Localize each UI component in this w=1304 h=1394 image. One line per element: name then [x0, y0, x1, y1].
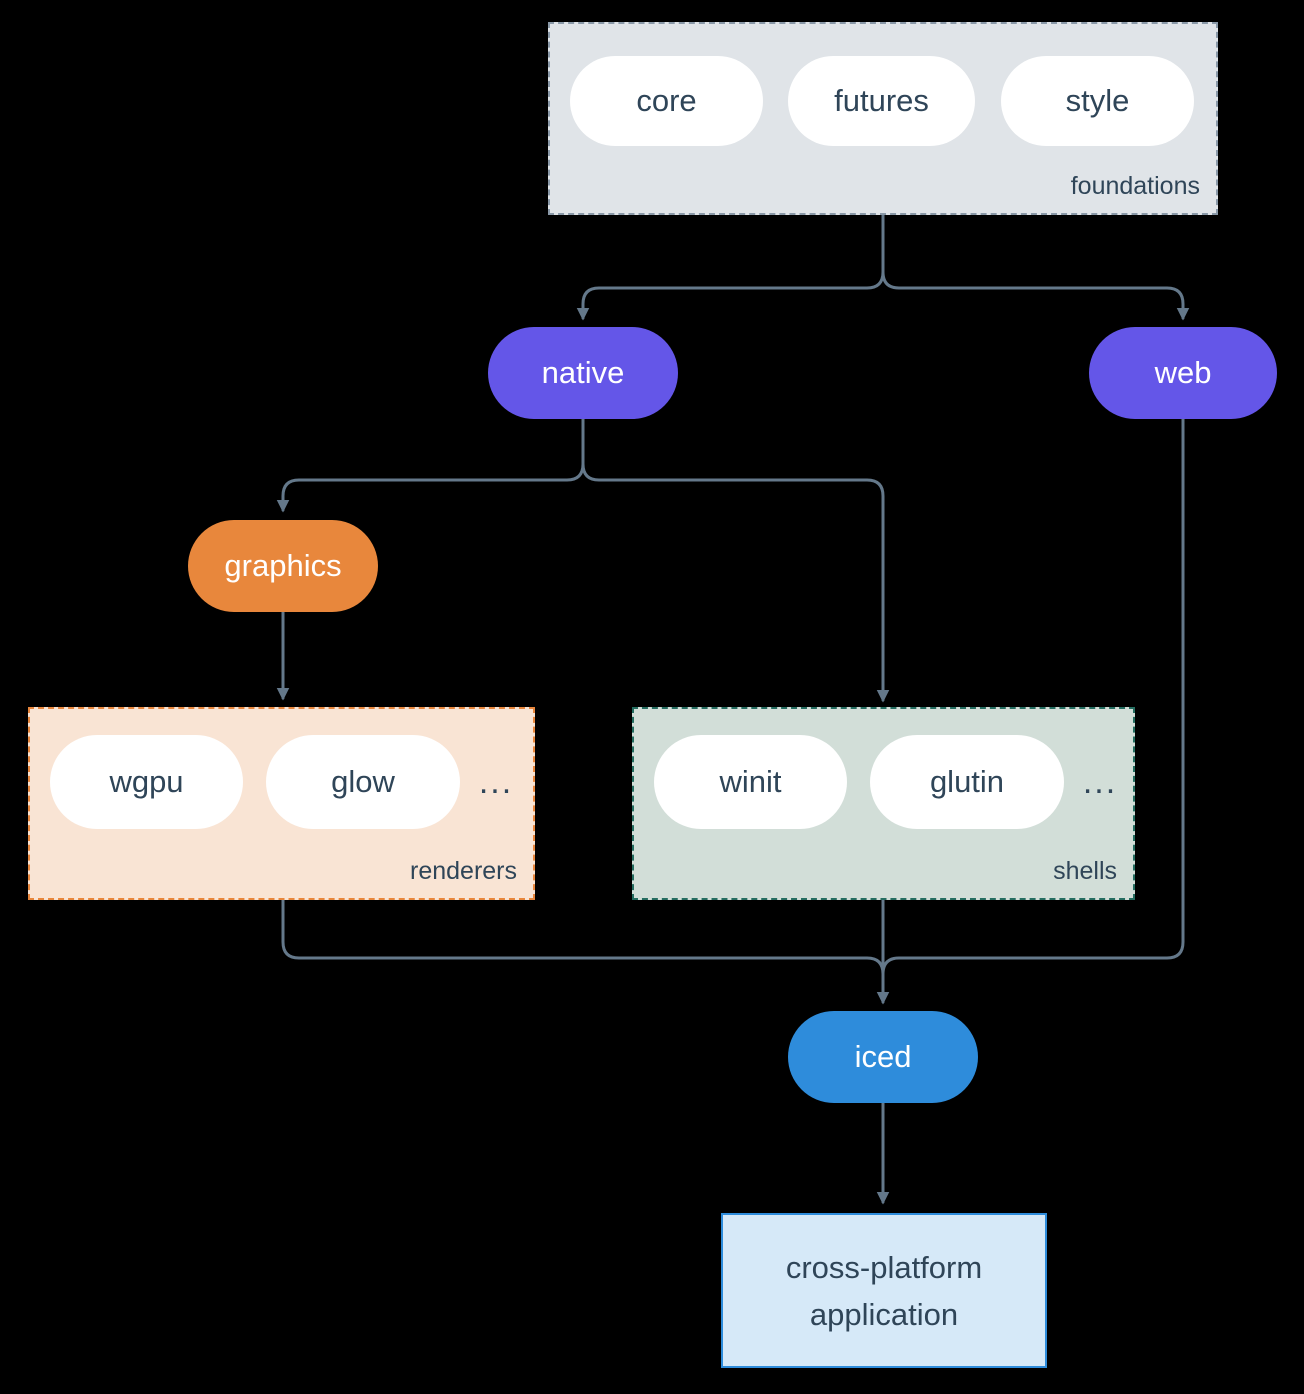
shells-group-label: shells	[1053, 857, 1117, 885]
node-iced: iced	[788, 1011, 978, 1103]
edge-renderers-to-iced	[281, 898, 885, 976]
renderers-group: wgpu glow ... renderers	[28, 707, 535, 900]
edge-native-to-shells	[581, 417, 890, 703]
edge-foundations-to-native	[576, 213, 885, 321]
foundations-group: core futures style foundations	[548, 22, 1218, 215]
node-style: style	[1001, 56, 1194, 146]
node-web: web	[1089, 327, 1277, 419]
node-glutin: glutin	[870, 735, 1064, 829]
foundations-group-label: foundations	[1070, 172, 1200, 200]
shells-group: winit glutin ... shells	[632, 707, 1135, 900]
node-graphics: graphics	[188, 520, 378, 612]
edge-foundations-to-web	[881, 213, 1190, 321]
edge-native-to-graphics	[276, 417, 585, 513]
node-wgpu: wgpu	[50, 735, 243, 829]
node-glow: glow	[266, 735, 460, 829]
node-winit: winit	[654, 735, 847, 829]
node-futures: futures	[788, 56, 975, 146]
shells-ellipsis: ...	[1082, 762, 1118, 801]
node-core: core	[570, 56, 763, 146]
renderers-ellipsis: ...	[478, 762, 514, 801]
edge-web-to-iced	[881, 417, 1185, 976]
cross-platform-application-box: cross-platform application	[721, 1213, 1047, 1368]
node-native: native	[488, 327, 678, 419]
renderers-group-label: renderers	[410, 857, 517, 885]
